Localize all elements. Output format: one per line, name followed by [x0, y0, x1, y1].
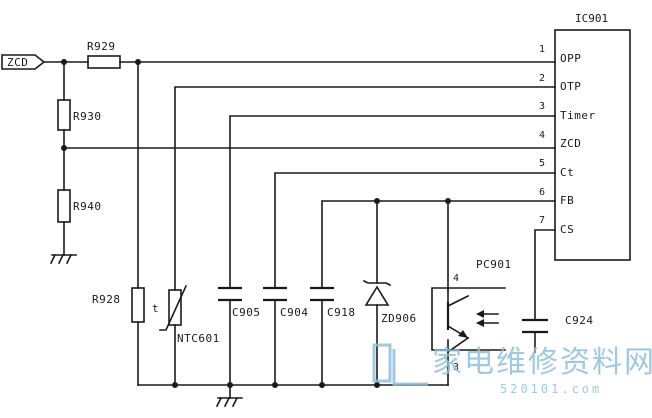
c905-label: C905: [232, 306, 261, 319]
watermark-logo-text: 家电维修资料网: [432, 345, 652, 380]
ic901-body: [554, 29, 631, 261]
zcd-port-shape: [1, 54, 46, 70]
watermark-logo-icon: [372, 343, 392, 383]
ground-symbol-left: [49, 253, 77, 265]
resistor-r928: R928: [92, 287, 145, 323]
resistor-r929: R929: [87, 40, 121, 69]
zcd-input-port: ZCD: [1, 54, 46, 70]
watermark-url: 520101.com: [500, 382, 602, 396]
ic901-ref-label: IC901: [575, 12, 608, 25]
pin-number-1: 1: [539, 44, 545, 55]
pin-name-opp: OPP: [560, 52, 581, 65]
pin-name-cs: CS: [560, 223, 574, 236]
r930-label: R930: [73, 110, 102, 123]
capacitor-c918: C918: [310, 286, 356, 319]
pin-name-zcd: ZCD: [560, 137, 581, 150]
pc901-pin4-label: 4: [453, 273, 459, 284]
zd906-label: ZD906: [381, 312, 417, 325]
pin-number-6: 6: [539, 187, 545, 198]
ground-symbol-bottom: [215, 396, 243, 408]
watermark: 家电维修资料网 520101.com: [372, 343, 652, 396]
c924-label: C924: [565, 314, 594, 327]
pin-number-5: 5: [539, 158, 545, 169]
resistor-r930: R930: [57, 99, 102, 131]
resistor-r940: R940: [57, 189, 102, 223]
pin-name-fb: FB: [560, 194, 574, 207]
zcd-port-label: ZCD: [7, 56, 28, 69]
r928-label: R928: [92, 293, 121, 306]
pin-number-7: 7: [539, 215, 545, 226]
pc901-label: PC901: [476, 258, 512, 271]
c918-label: C918: [327, 306, 356, 319]
pin-name-timer: Timer: [560, 109, 596, 122]
c904-label: C904: [280, 306, 309, 319]
r929-label: R929: [87, 40, 116, 53]
pin-number-3: 3: [539, 101, 545, 112]
wires: [43, 61, 556, 399]
ic901: IC901 OPP OTP Timer ZCD Ct FB CS 1 2 3 4…: [539, 12, 631, 261]
ntc601-label: NTC601: [177, 332, 220, 345]
capacitor-c905: C905: [218, 286, 261, 319]
capacitor-c924: C924: [522, 314, 594, 334]
pc901-pin3-label: 3: [453, 362, 459, 373]
junctions: [61, 59, 451, 388]
r940-label: R940: [73, 200, 102, 213]
pin-number-2: 2: [539, 73, 545, 84]
zener-zd906: ZD906: [362, 279, 417, 325]
pin-number-4: 4: [539, 130, 545, 141]
pin-name-ct: Ct: [560, 166, 574, 179]
capacitor-c904: C904: [263, 286, 309, 319]
pin-name-otp: OTP: [560, 80, 581, 93]
thermistor-ntc601: t NTC601: [152, 284, 220, 345]
ntc601-t-mark: t: [152, 302, 159, 315]
optocoupler-pc901: PC901 4 3: [431, 258, 512, 373]
